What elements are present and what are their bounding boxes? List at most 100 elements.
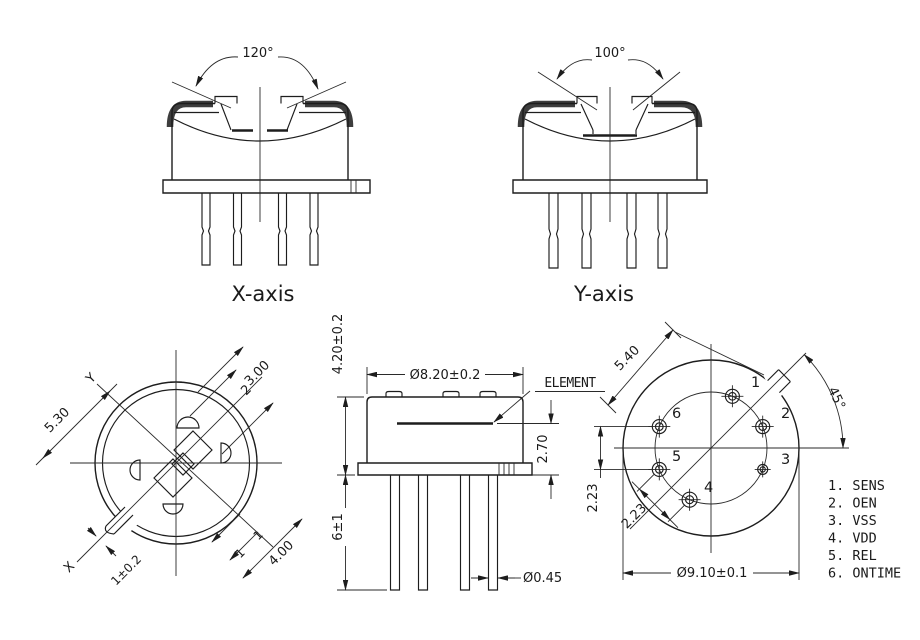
beam-angle-lines [537, 71, 681, 111]
dim-1-a: 1 [233, 546, 248, 561]
pin-function-legend: 1. SENS 2. OEN 3. VSS 4. VDD 5. REL 6. O… [828, 478, 901, 582]
cap-bump [442, 390, 460, 397]
ext-lines [594, 426, 653, 470]
flange [162, 179, 371, 194]
dim-text-gap [336, 508, 349, 546]
beam-angle-arc-left [556, 59, 593, 80]
ext-lines [622, 453, 800, 580]
pin [201, 193, 211, 266]
pin-number-3: 3 [781, 452, 790, 468]
dim-pin-length: 6±1 [331, 513, 346, 540]
window-slants [580, 103, 649, 131]
window-slants [220, 103, 298, 131]
flange [512, 179, 708, 194]
angle-arc [803, 354, 846, 449]
tab-cutout [98, 502, 144, 548]
pin [487, 475, 499, 591]
legend-line: 1. SENS [828, 478, 885, 494]
view-title: Y-axis [573, 282, 634, 306]
pin-number-4: 4 [704, 480, 713, 496]
pin-marker-4 [678, 488, 701, 511]
beam-angle-value: 120° [242, 46, 273, 61]
dim-5-30: 5.30 [42, 405, 73, 436]
axis-x-label: X [61, 559, 78, 576]
dim-line [638, 488, 671, 521]
legend-line: 5. REL [828, 548, 877, 564]
pin [309, 193, 319, 266]
pin [389, 475, 401, 591]
legend-line: 3. VSS [828, 513, 877, 529]
index-tab [767, 369, 791, 394]
view-title: X-axis [232, 282, 295, 306]
dim-line [607, 329, 674, 406]
axis-y-label: Y [83, 370, 100, 387]
element-center-square [171, 452, 195, 476]
pin-marker-2 [751, 415, 774, 438]
beam-angle-arc-right [627, 59, 664, 80]
dim-4-00: 4.00 [266, 538, 297, 569]
pin [459, 475, 471, 591]
cap-bump [479, 390, 497, 397]
pin [657, 193, 668, 269]
pin [626, 193, 637, 269]
dim-tab-angle: 45° [825, 385, 848, 412]
pin-number-6: 6 [672, 406, 681, 422]
ext-arrow [189, 369, 237, 417]
element-top-view: 5.30 3.00 2 1 1 4.00 1±0.2 Y X [35, 346, 303, 588]
index-tab [104, 506, 134, 535]
tab-cutout [764, 359, 798, 399]
dim-element-depth: 2.70 [536, 435, 551, 464]
dim-can-diameter: Ø8.20±0.2 [410, 368, 481, 383]
crosshair [614, 344, 849, 553]
dome-left [129, 459, 141, 481]
beam-angle-arc-right [277, 56, 319, 90]
dim-line [42, 390, 111, 459]
pin-number-2: 2 [781, 406, 790, 422]
element-square-ne [173, 430, 213, 470]
legend-line: 2. OEN [828, 496, 877, 512]
beam-angle-value: 100° [594, 46, 625, 61]
pin [581, 193, 592, 269]
element-label: ELEMENT [544, 376, 596, 391]
dim-pitch-vertical: 2.23 [586, 484, 601, 513]
pin-number-1: 1 [751, 375, 760, 391]
cap-hatch-left [517, 100, 575, 128]
x-axis-view: 120° X-axis [162, 46, 371, 306]
ext-arrow [197, 346, 244, 393]
dim-line [242, 518, 303, 579]
y-axis-view: 100° Y-axis [512, 46, 708, 306]
element-leader [493, 390, 531, 423]
tab-dim-arrow [86, 526, 97, 537]
beam-angle-arc-left [195, 56, 239, 87]
tab-dim-arrow [105, 545, 117, 557]
window-rim-right [280, 95, 304, 104]
pin-marker-1 [721, 385, 744, 408]
dim-can-height: 4.20±0.2 [331, 314, 346, 375]
lens-curve [173, 118, 347, 142]
dome-right [220, 442, 232, 464]
flange [357, 462, 533, 476]
flange-tab-ticks [350, 180, 357, 193]
pin [548, 193, 559, 269]
ext-arrow [221, 402, 274, 455]
cap-hatch-right [654, 100, 703, 128]
pin-layout-view: 1 2 3 4 5 6 5.40 45° 2.23 2.23 Ø9.10±0.1… [586, 321, 901, 582]
dim-tails [631, 481, 679, 529]
pin [232, 193, 243, 266]
pin-number-5: 5 [672, 449, 681, 465]
cap-bump [385, 390, 403, 397]
dim-text-gap [671, 565, 753, 580]
element-pedestal [592, 130, 637, 134]
dim-flange-diameter: Ø9.10±0.1 [677, 566, 748, 581]
beam-angle-lines [171, 81, 347, 109]
window-rim-left [576, 95, 598, 104]
dim-tab-width: 1±0.2 [108, 552, 144, 588]
dim-3-00: 3.00 [242, 358, 273, 389]
cap-hatch-left [166, 100, 213, 128]
pin-marker-3 [754, 461, 771, 478]
legend-line: 6. ONTIME [828, 566, 901, 582]
pin [417, 475, 429, 591]
ext-line-to-tab [674, 331, 765, 376]
